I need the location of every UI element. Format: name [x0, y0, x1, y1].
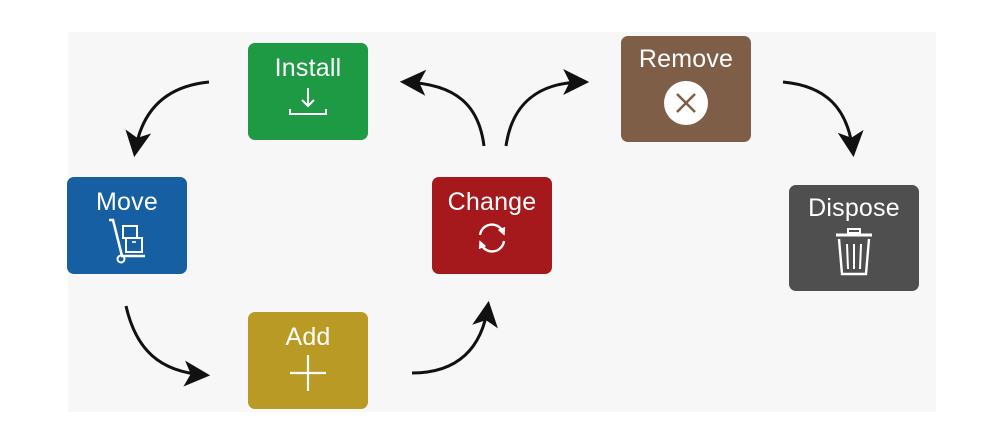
arrow-change-to-install	[399, 69, 486, 147]
node-remove-label: Remove	[638, 45, 734, 73]
node-move-label: Move	[96, 188, 158, 216]
trash-icon	[836, 228, 872, 276]
download-icon	[289, 88, 327, 115]
node-change: Change	[432, 177, 552, 274]
node-dispose-label: Dispose	[808, 194, 900, 222]
close-circle-icon	[664, 81, 708, 125]
node-add-label: Add	[285, 323, 331, 351]
node-remove: Remove	[621, 36, 751, 142]
arrow-move-to-add	[124, 305, 211, 387]
node-change-label: Change	[447, 188, 537, 216]
node-move: Move	[67, 177, 187, 274]
arrow-add-to-change	[411, 300, 498, 375]
refresh-icon	[478, 223, 506, 253]
node-dispose: Dispose	[789, 185, 919, 291]
arrow-install-to-move	[125, 80, 210, 158]
arrow-remove-to-dispose	[782, 80, 864, 158]
arrow-change-to-remove	[504, 69, 590, 147]
node-add: Add	[248, 312, 368, 409]
plus-icon	[290, 355, 326, 391]
hand-truck-icon	[109, 218, 145, 264]
node-install: Install	[248, 43, 368, 140]
node-install-label: Install	[274, 54, 342, 82]
